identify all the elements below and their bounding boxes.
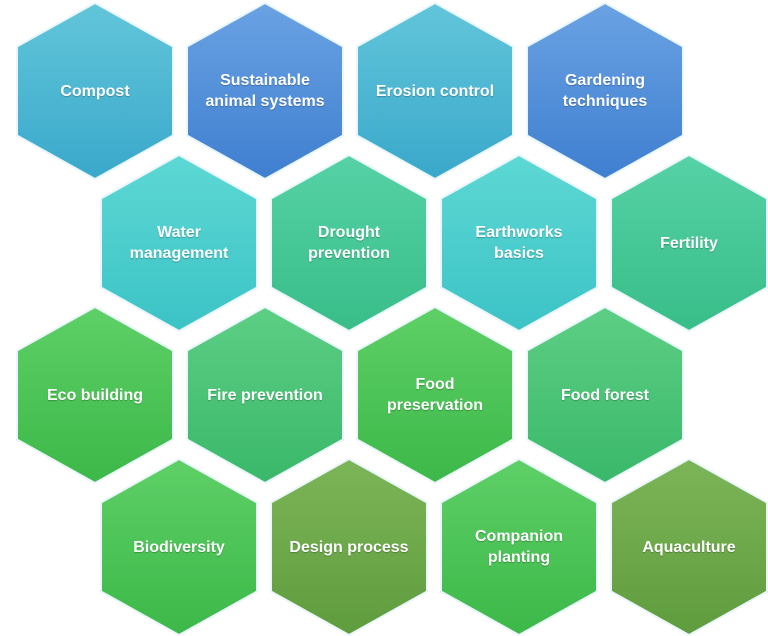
hex-label: Aquaculture (642, 538, 736, 556)
hex-label: Sustainable animal systems (205, 72, 325, 110)
hex-label: Compost (60, 82, 130, 100)
hex-shape (100, 153, 258, 333)
hex-shape (16, 305, 174, 485)
hex-label: Design process (289, 538, 409, 556)
hex-shape (186, 1, 344, 181)
hex-design-process: Design process (270, 457, 428, 636)
hex-label: Fertility (660, 234, 718, 252)
hex-label: Biodiversity (133, 538, 225, 556)
hex-label: Earthworks basics (475, 224, 563, 262)
hex-gardening-techniques: Gardening techniques (526, 1, 684, 181)
hex-biodiversity: Biodiversity (100, 457, 258, 636)
hex-eco-building: Eco building (16, 305, 174, 485)
hex-shape (356, 305, 514, 485)
hex-erosion-control: Erosion control (356, 1, 514, 181)
hex-food-preservation: Food preservation (356, 305, 514, 485)
hex-label: Erosion control (375, 82, 495, 100)
hex-label: Food preservation (386, 376, 484, 414)
hex-compost: Compost (16, 1, 174, 181)
hex-label: Drought prevention (308, 224, 390, 262)
hex-companion-planting: Companion planting (440, 457, 598, 636)
hex-food-forest: Food forest (526, 305, 684, 485)
hex-shape (270, 153, 428, 333)
hex-fertility: Fertility (610, 153, 768, 333)
hex-label: Water management (129, 224, 229, 262)
hex-earthworks-basics: Earthworks basics (440, 153, 598, 333)
hex-shape (186, 305, 344, 485)
hex-aquaculture: Aquaculture (610, 457, 768, 636)
hex-water-management: Water management (100, 153, 258, 333)
hex-shape (526, 1, 684, 181)
hex-drought-prevention: Drought prevention (270, 153, 428, 333)
hex-shape (526, 305, 684, 485)
hex-label: Gardening techniques (562, 72, 648, 110)
hex-shape (610, 153, 768, 333)
hex-sustainable-animal-systems: Sustainable animal systems (186, 1, 344, 181)
hex-label: Food forest (561, 386, 649, 404)
hex-label: Companion planting (475, 528, 563, 566)
hex-label: Fire prevention (207, 386, 323, 404)
hex-shape (440, 153, 598, 333)
hex-shape (356, 1, 514, 181)
hex-label: Eco building (47, 386, 143, 404)
hex-fire-prevention: Fire prevention (186, 305, 344, 485)
hex-shape (16, 1, 174, 181)
